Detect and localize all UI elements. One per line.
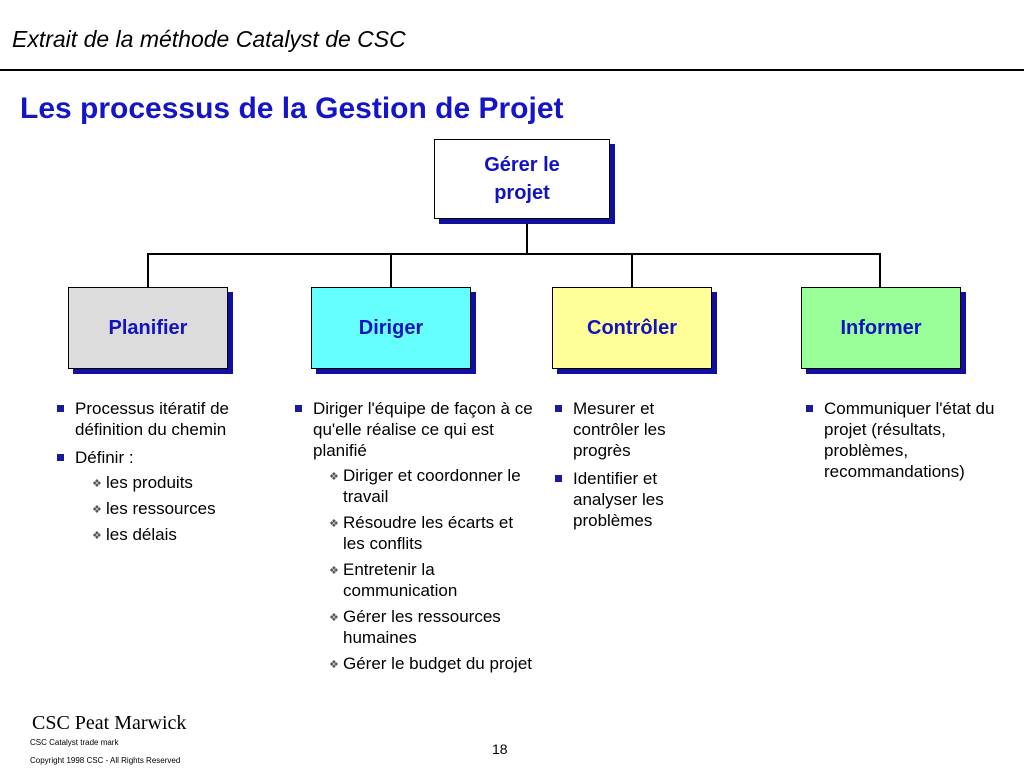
- connector-controler: [631, 253, 633, 287]
- sub-list-item-text: Entretenir la communication: [343, 560, 458, 600]
- list-item: Processus itératif de définition du chem…: [52, 398, 267, 440]
- connector-planifier: [147, 253, 149, 287]
- node-diriger: Diriger: [311, 287, 471, 369]
- list-item-text: Identifier et analyser les problèmes: [573, 469, 664, 530]
- informer-details: Communiquer l'état du projet (résultats,…: [801, 398, 1011, 489]
- node-planifier-label: Planifier: [108, 316, 188, 339]
- diamond-bullet-icon: ❖: [329, 659, 339, 671]
- root-node-label-line2: projet: [494, 182, 550, 204]
- sub-list-item: ❖ Gérer le budget du projet: [327, 653, 538, 674]
- square-bullet-icon: [555, 405, 562, 412]
- sub-list-item: ❖ les délais: [90, 524, 267, 545]
- copyright-note: Copyright 1998 CSC - All Rights Reserved: [30, 756, 181, 765]
- list-item: Diriger l'équipe de façon à ce qu'elle r…: [290, 398, 538, 461]
- diriger-details: Diriger l'équipe de façon à ce qu'elle r…: [290, 398, 538, 679]
- node-controler-label: Contrôler: [587, 316, 677, 339]
- sub-list-item: ❖ les ressources: [90, 498, 267, 519]
- trademark-note: CSC Catalyst trade mark: [30, 738, 119, 747]
- node-informer: Informer: [801, 287, 961, 369]
- header-divider: [0, 69, 1024, 71]
- sub-list-item-text: les produits: [106, 473, 193, 492]
- list-item: Mesurer et contrôler les progrès: [550, 398, 705, 461]
- sub-list-item-text: Gérer les ressources humaines: [343, 607, 501, 647]
- root-node-label-line1: Gérer le: [484, 154, 560, 176]
- square-bullet-icon: [295, 405, 302, 412]
- list-item: Identifier et analyser les problèmes: [550, 468, 705, 531]
- sub-list-item: ❖ les produits: [90, 472, 267, 493]
- node-planifier: Planifier: [68, 287, 228, 369]
- diamond-bullet-icon: ❖: [329, 471, 339, 483]
- diamond-bullet-icon: ❖: [329, 518, 339, 530]
- sub-list-item-text: Gérer le budget du projet: [343, 654, 533, 673]
- list-item: Communiquer l'état du projet (résultats,…: [801, 398, 1011, 482]
- controler-details: Mesurer et contrôler les progrès Identif…: [550, 398, 705, 538]
- slide-header: Extrait de la méthode Catalyst de CSC: [12, 26, 406, 52]
- sub-list-item: ❖ Gérer les ressources humaines: [327, 606, 538, 648]
- sub-list-item: ❖ Résoudre les écarts et les conflits: [327, 512, 538, 554]
- square-bullet-icon: [57, 454, 64, 461]
- connector-informer: [879, 253, 881, 287]
- connector-horizontal-bar: [147, 253, 880, 255]
- node-informer-label: Informer: [840, 316, 922, 339]
- square-bullet-icon: [555, 475, 562, 482]
- sub-list-item-text: les délais: [106, 525, 177, 544]
- list-item-text: Processus itératif de définition du chem…: [75, 399, 230, 439]
- diamond-bullet-icon: ❖: [329, 612, 339, 624]
- sub-list-item: ❖ Diriger et coordonner le travail: [327, 465, 538, 507]
- square-bullet-icon: [57, 405, 64, 412]
- list-item-text: Mesurer et contrôler les progrès: [573, 399, 666, 460]
- connector-root-vertical: [526, 217, 528, 254]
- company-logo: CSC Peat Marwick: [32, 712, 187, 734]
- list-item-text: Diriger l'équipe de façon à ce qu'elle r…: [313, 399, 533, 460]
- root-node-gerer-projet: Gérer le projet: [434, 139, 610, 219]
- slide-title: Les processus de la Gestion de Projet: [20, 92, 564, 125]
- diamond-bullet-icon: ❖: [329, 565, 339, 577]
- list-item: Définir :: [52, 447, 267, 468]
- connector-diriger: [390, 253, 392, 287]
- diamond-bullet-icon: ❖: [92, 478, 102, 490]
- node-diriger-label: Diriger: [358, 316, 424, 339]
- sub-list-item: ❖ Entretenir la communication: [327, 559, 538, 601]
- node-controler: Contrôler: [552, 287, 712, 369]
- diamond-bullet-icon: ❖: [92, 504, 102, 516]
- diamond-bullet-icon: ❖: [92, 530, 102, 542]
- list-item-text: Communiquer l'état du projet (résultats,…: [824, 399, 995, 481]
- square-bullet-icon: [806, 405, 813, 412]
- sub-list-item-text: Diriger et coordonner le travail: [343, 466, 521, 506]
- list-item-text: Définir :: [75, 448, 134, 467]
- planifier-details: Processus itératif de définition du chem…: [52, 398, 267, 550]
- sub-list-item-text: les ressources: [106, 499, 216, 518]
- sub-list-item-text: Résoudre les écarts et les conflits: [343, 513, 514, 553]
- page-number: 18: [492, 741, 508, 757]
